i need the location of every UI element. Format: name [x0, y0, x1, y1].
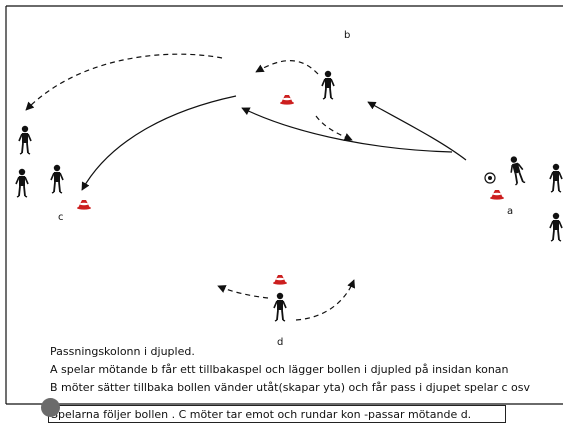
dashed-arrow-d-right	[295, 279, 356, 321]
description-line-2: A spelar mötande b får ett tillbakaspel …	[50, 363, 509, 376]
grey-circle-marker	[41, 398, 60, 417]
cone-d	[273, 275, 287, 285]
label-b: b	[344, 30, 351, 41]
ball-icon	[484, 172, 496, 184]
dashed-arrow-b-down	[315, 115, 353, 141]
label-a: a	[507, 206, 514, 217]
pass-arrow-b-to-c	[81, 95, 237, 191]
player-left-queue-2	[15, 167, 29, 198]
dashed-arrow-b-loop	[255, 60, 319, 75]
dashed-arrow-d-left	[217, 285, 269, 299]
dashed-arrow-top-left	[25, 53, 223, 111]
label-c: c	[58, 212, 64, 223]
player-left-queue-1	[18, 124, 32, 155]
cone-b	[280, 95, 294, 105]
cone-c	[77, 200, 91, 210]
label-d: d	[277, 337, 284, 348]
player-b	[321, 69, 335, 100]
player-a	[506, 154, 528, 187]
description-line-1: Passningskolonn i djupled.	[50, 345, 195, 358]
description-line-3: B möter sätter tillbaka bollen vänder ut…	[50, 381, 531, 394]
player-right-queue-1	[549, 162, 563, 193]
cone-a	[490, 190, 504, 200]
player-c	[50, 163, 64, 194]
field-border	[5, 5, 563, 405]
pass-arrow-a-to-b-depth	[241, 107, 453, 153]
player-right-queue-2	[549, 211, 563, 242]
player-d	[273, 291, 287, 322]
pass-arrow-a-to-b	[367, 101, 467, 161]
description-box: Spelarna följer bollen . C möter tar emo…	[48, 405, 506, 423]
description-line-4: Spelarna följer bollen . C möter tar emo…	[51, 408, 472, 421]
